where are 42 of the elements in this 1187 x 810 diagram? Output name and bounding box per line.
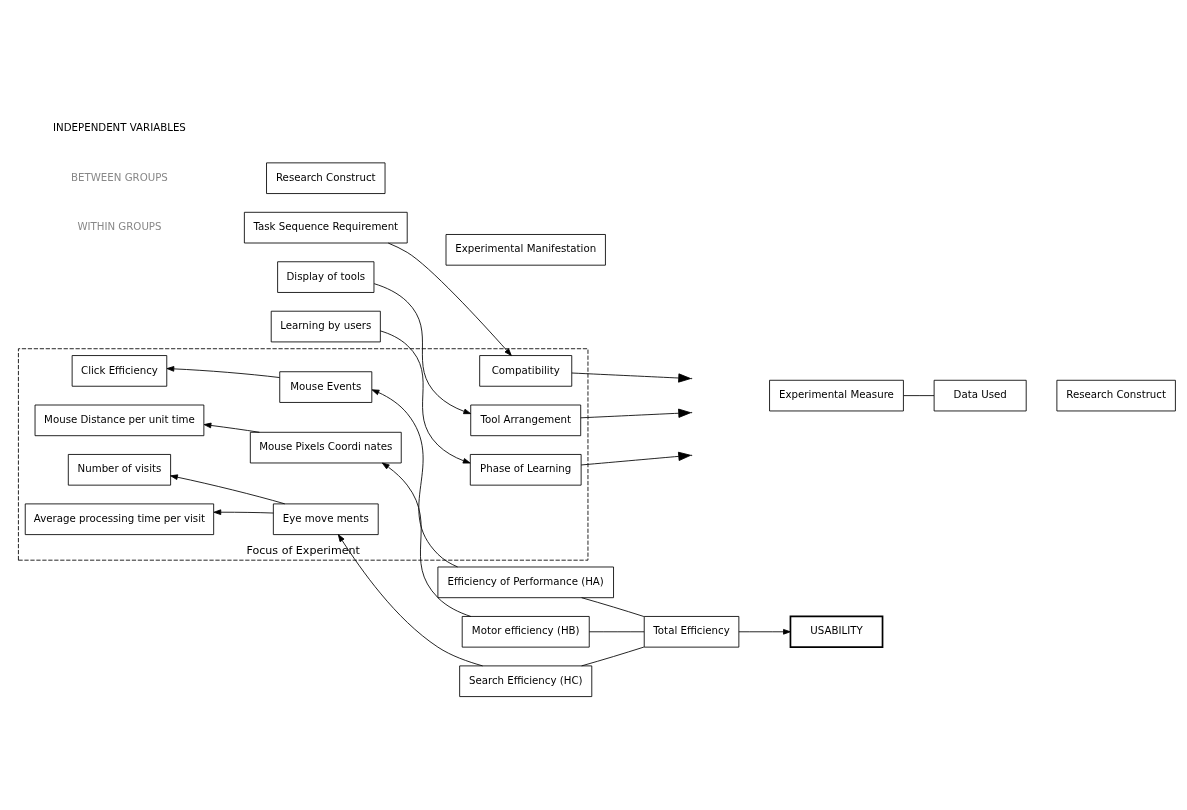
arrow (203, 422, 260, 433)
node-box: Phase of Learning (469, 454, 582, 486)
node-box: Research Construct (266, 162, 386, 194)
node-box: Learning by users (270, 310, 381, 343)
label: WITHIN GROUPS (77, 221, 162, 233)
connector (903, 395, 935, 397)
arrow (379, 330, 471, 464)
connector (581, 646, 645, 667)
arrow (371, 389, 459, 568)
arrow (166, 366, 280, 378)
node-box: USABILITY (789, 615, 884, 648)
node-box: Tool Arrangement (470, 404, 582, 437)
label: INDEPENDENT VARIABLES (53, 122, 186, 134)
node-box: Task Sequence Requirement (243, 211, 408, 244)
arrow (580, 451, 692, 466)
arrow (387, 242, 512, 356)
arrow (373, 283, 472, 415)
node-box: Total Efficiency (643, 616, 740, 648)
node-box: Number of visits (67, 454, 172, 486)
connector (588, 631, 645, 633)
node-box: Click Efficiency (71, 355, 168, 387)
arrow (213, 509, 274, 516)
node-box: Research Construct (1056, 379, 1176, 412)
node-box: Mouse Distance per unit time (34, 404, 205, 437)
node-box: Mouse Events (279, 371, 373, 403)
node-box: Data Used (933, 379, 1027, 412)
arrow (170, 474, 286, 505)
node-box: Mouse Pixels Coordi nates (249, 431, 402, 464)
arrow (738, 628, 791, 635)
node-box: Efficiency of Performance (HA) (437, 566, 614, 599)
node-box: Motor efficiency (HB) (461, 616, 590, 648)
node-box: Experimental Measure (769, 379, 904, 412)
node-box: Experimental Manifestation (445, 234, 606, 266)
node-box: Eye move ments (272, 503, 379, 536)
arrow (381, 462, 472, 617)
node-box: Display of tools (277, 261, 375, 293)
node-box: Average processing time per visit (24, 503, 215, 536)
label: BETWEEN GROUPS (71, 171, 168, 183)
node-box: Compatibility (479, 355, 573, 387)
connector (581, 597, 645, 617)
arrow (580, 408, 692, 419)
node-box: Search Efficiency (HC) (459, 665, 593, 697)
